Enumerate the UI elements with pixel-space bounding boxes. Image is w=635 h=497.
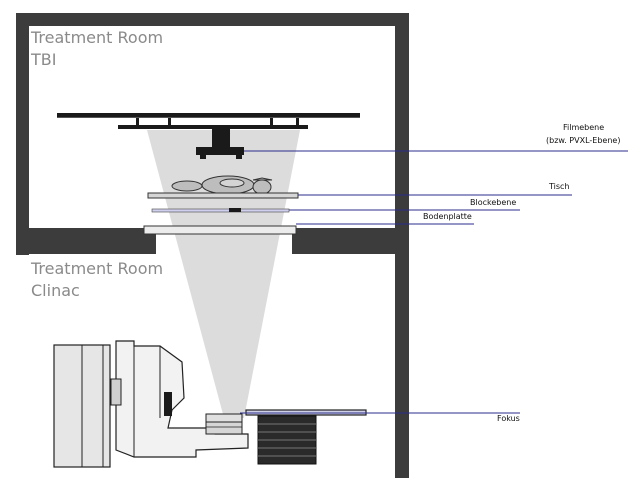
room-label-lower: Treatment Room Clinac — [31, 258, 163, 302]
film-plane-holder — [57, 113, 360, 159]
floor-slab-left — [16, 228, 156, 254]
couch-pedestal — [245, 409, 367, 465]
label-filmebene: Filmebene — [563, 123, 605, 132]
block-plane — [151, 208, 290, 213]
label-tisch: Tisch — [549, 182, 570, 191]
treatment-table — [147, 192, 299, 199]
walls — [16, 13, 409, 478]
label-blockebene: Blockebene — [470, 198, 517, 207]
label-fokus: Fokus — [497, 414, 520, 423]
leader-lines — [240, 150, 628, 414]
floor-slab-right — [292, 228, 409, 254]
left-wall-upper — [16, 13, 29, 255]
label-bodenplatte: Bodenplatte — [423, 212, 472, 221]
block — [229, 208, 241, 212]
room-label-upper-line2: TBI — [31, 50, 57, 69]
linac-gantry — [53, 340, 249, 468]
floor-plate — [143, 225, 297, 235]
label-filmebene-sub: (bzw. PVXL-Ebene) — [546, 136, 621, 145]
radiation-beam — [147, 130, 300, 418]
room-label-lower-line2: Clinac — [31, 281, 80, 300]
room-label-upper-line1: Treatment Room — [31, 28, 164, 47]
room-label-lower-line1: Treatment Room — [31, 259, 164, 278]
room-label-upper: Treatment Room TBI — [31, 27, 163, 71]
ceiling-wall — [16, 13, 409, 26]
